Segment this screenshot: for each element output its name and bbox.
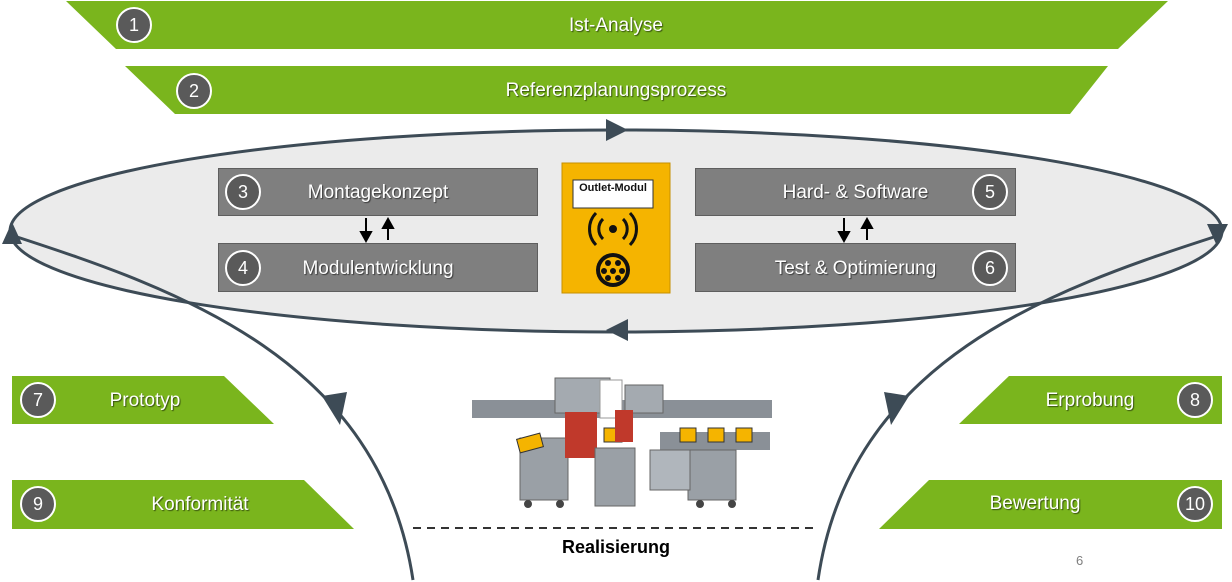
outlet-module bbox=[561, 162, 671, 294]
outlet-module-label: Outlet-Modul bbox=[579, 182, 647, 194]
funnel-curve-left bbox=[13, 234, 415, 581]
charging-socket-icon bbox=[596, 253, 630, 287]
step-7-label: Prototyp bbox=[109, 390, 181, 411]
step-1-label: Ist-Analyse bbox=[569, 15, 663, 36]
loop-arrow-top-icon bbox=[606, 119, 628, 141]
banner-konformitaet bbox=[12, 480, 354, 529]
step-4-number: 4 bbox=[225, 250, 261, 286]
exchange-arrows-left-icon bbox=[359, 216, 395, 244]
step-2-number: 2 bbox=[176, 73, 212, 109]
step-6-label: Test & Optimierung bbox=[774, 258, 937, 279]
step-1-number: 1 bbox=[116, 7, 152, 43]
step-5-number: 5 bbox=[972, 174, 1008, 210]
step-6-number: 6 bbox=[972, 250, 1008, 286]
step-10-label: Bewertung bbox=[989, 493, 1081, 514]
box-modulentwicklung bbox=[218, 243, 538, 292]
banner-bewertung bbox=[879, 480, 1222, 529]
step-2-label: Referenzplanungsprozess bbox=[505, 80, 727, 101]
step-3-number: 3 bbox=[225, 174, 261, 210]
step-9-number: 9 bbox=[20, 486, 56, 522]
step-10-number: 10 bbox=[1177, 486, 1213, 522]
funnel-arrow-left-icon bbox=[322, 392, 347, 425]
box-montagekonzept bbox=[218, 168, 538, 216]
step-3-label: Montagekonzept bbox=[307, 182, 449, 203]
step-8-number: 8 bbox=[1177, 382, 1213, 418]
box-hard-software bbox=[695, 168, 1016, 216]
funnel-arrow-right-icon bbox=[884, 392, 909, 425]
exchange-arrows-right-icon bbox=[837, 216, 874, 244]
loop-arrow-bottom-icon bbox=[606, 319, 628, 341]
funnel-curve-right bbox=[816, 234, 1218, 581]
banner-ist-analyse bbox=[66, 1, 1168, 49]
realisierung-label: Realisierung bbox=[561, 537, 671, 557]
banner-erprobung bbox=[959, 376, 1222, 424]
step-9-label: Konformität bbox=[151, 494, 249, 515]
wireless-signal-icon bbox=[588, 211, 638, 247]
step-7-number: 7 bbox=[20, 382, 56, 418]
page-number: 6 bbox=[1076, 553, 1084, 568]
step-4-label: Modulentwicklung bbox=[302, 258, 454, 279]
banner-prototyp bbox=[12, 376, 274, 424]
loop-arrow-right-icon bbox=[1207, 224, 1228, 246]
box-test-optimierung bbox=[695, 243, 1016, 292]
step-8-label: Erprobung bbox=[1045, 390, 1135, 411]
step-5-label: Hard- & Software bbox=[782, 182, 929, 203]
banner-referenzplanung bbox=[125, 66, 1108, 114]
assembly-line-image bbox=[472, 377, 772, 508]
